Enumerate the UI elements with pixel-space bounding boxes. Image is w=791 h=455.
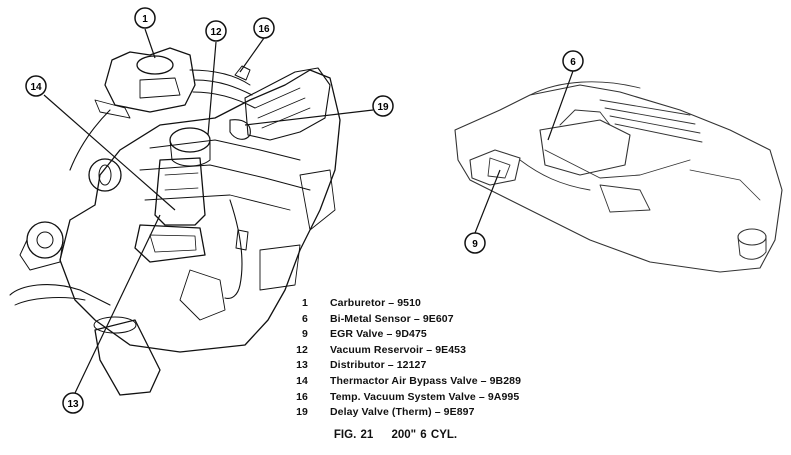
callout-9: 9 (464, 232, 486, 254)
legend-row: 6 Bi-Metal Sensor – 9E607 (286, 313, 546, 329)
legend-row: 1 Carburetor – 9510 (286, 297, 546, 313)
callout-label: 1 (142, 14, 148, 25)
legend-number: 19 (296, 406, 308, 419)
callout-label: 13 (67, 399, 79, 410)
callout-label: 14 (30, 82, 42, 93)
callout-19: 19 (372, 95, 394, 117)
legend-row: 14 Thermactor Air Bypass Valve – 9B289 (286, 375, 546, 391)
callout-12: 12 (205, 20, 227, 42)
legend-number: 14 (296, 374, 308, 387)
engine-label: 200" 6 CYL. (391, 429, 458, 441)
legend-number: 16 (296, 390, 308, 403)
legend-text: Distributor – 12127 (330, 359, 427, 372)
callout-label: 6 (570, 57, 576, 68)
callout-13: 13 (62, 392, 84, 414)
parts-legend: 1 Carburetor – 9510 6 Bi-Metal Sensor – … (286, 297, 546, 422)
legend-row: 12 Vacuum Reservoir – 9E453 (286, 344, 546, 360)
leader-lines (43, 28, 574, 394)
callout-14: 14 (25, 75, 47, 97)
legend-number: 9 (302, 328, 308, 341)
legend-row: 19 Delay Valve (Therm) – 9E897 (286, 406, 546, 422)
legend-text: Thermactor Air Bypass Valve – 9B289 (330, 374, 522, 387)
legend-row: 9 EGR Valve – 9D475 (286, 328, 546, 344)
legend-row: 16 Temp. Vacuum System Valve – 9A995 (286, 391, 546, 407)
callout-label: 12 (210, 27, 222, 38)
legend-text: Temp. Vacuum System Valve – 9A995 (330, 390, 520, 403)
legend-text: Carburetor – 9510 (330, 297, 421, 309)
legend-number: 13 (296, 359, 308, 372)
legend-text: Vacuum Reservoir – 9E453 (330, 343, 467, 356)
legend-text: EGR Valve – 9D475 (330, 328, 427, 341)
figure-caption: FIG. 21 200" 6 CYL. (0, 429, 791, 441)
legend-text: Bi-Metal Sensor – 9E607 (330, 312, 454, 325)
left-engine-illustration (9, 47, 341, 396)
legend-row: 13 Distributor – 12127 (286, 359, 546, 375)
callout-16: 16 (253, 17, 275, 39)
callout-label: 9 (472, 239, 478, 250)
callout-label: 19 (377, 102, 389, 113)
right-engine-illustration (454, 81, 783, 273)
legend-number: 12 (296, 343, 308, 356)
callout-label: 16 (258, 24, 270, 35)
legend-text: Delay Valve (Therm) – 9E897 (330, 406, 475, 419)
callout-1: 1 (134, 7, 156, 29)
legend-number: 1 (302, 297, 308, 309)
callout-6: 6 (562, 50, 584, 72)
legend-number: 6 (302, 312, 308, 325)
figure-label: FIG. 21 (333, 429, 374, 441)
